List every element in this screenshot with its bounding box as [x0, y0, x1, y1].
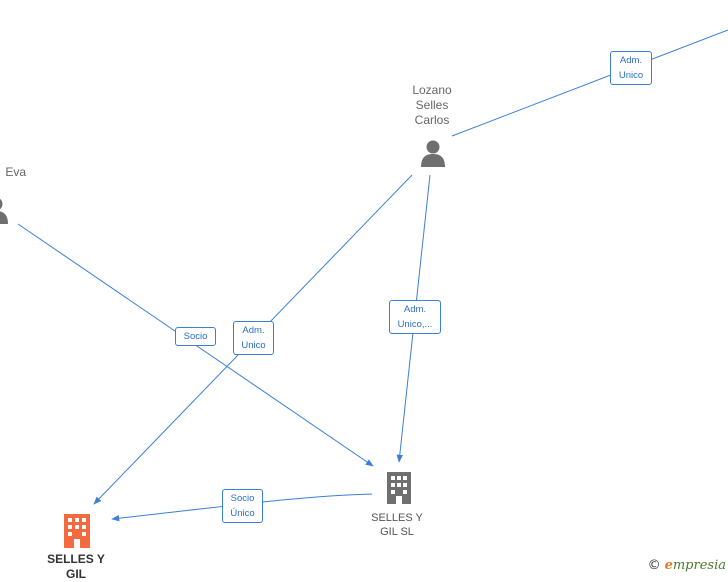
label-line: Eva — [5, 165, 26, 179]
edge-label-line: Único — [230, 508, 255, 519]
brand-initial: e — [664, 558, 673, 573]
edge-label-line: Adm. — [242, 325, 265, 336]
edge-label-socio-unico[interactable]: Socio Único — [222, 489, 263, 523]
node-label-selles-gil-main[interactable]: SELLES Y GIL — [36, 552, 116, 582]
label-line: Lozano — [412, 83, 452, 97]
node-label-selles-gil-sl[interactable]: SELLES Y GIL SL — [357, 511, 437, 539]
node-label-eva[interactable]: Eva — [0, 165, 26, 180]
edge-label-line: Socio — [183, 331, 208, 342]
copyright-icon: © — [647, 558, 661, 573]
building-icon[interactable] — [64, 514, 90, 548]
label-line: SELLES Y — [47, 552, 105, 566]
label-line: Carlos — [414, 113, 450, 127]
node-label-lozano[interactable]: Lozano Selles Carlos — [392, 83, 472, 128]
person-icon[interactable] — [0, 198, 8, 225]
brand-watermark[interactable]: ©empresia — [648, 558, 726, 573]
edge-label-line: Unico — [241, 340, 266, 351]
edge-label-line: Socio — [230, 493, 255, 504]
edge-label-adm-unico[interactable]: Adm. Unico — [233, 321, 274, 355]
edge-label-line: Unico — [618, 70, 644, 81]
brand-name: mpresia — [672, 558, 726, 573]
edge-label-line: Adm. — [619, 55, 643, 66]
edge-label-line: Unico,... — [397, 319, 433, 330]
person-icon[interactable] — [421, 140, 445, 168]
edge-label-adm-unico-more[interactable]: Adm. Unico,... — [389, 300, 441, 334]
building-icon[interactable] — [387, 472, 411, 504]
edge-label-adm-unico[interactable]: Adm. Unico — [610, 51, 652, 85]
edge-label-line: Adm. — [403, 304, 427, 315]
label-line: SELLES Y — [371, 512, 423, 524]
edge-lozano-offscreen — [451, 29, 728, 137]
label-line: GIL SL — [380, 526, 414, 538]
edge-label-socio[interactable]: Socio — [175, 327, 216, 346]
label-line: Selles — [415, 98, 449, 112]
